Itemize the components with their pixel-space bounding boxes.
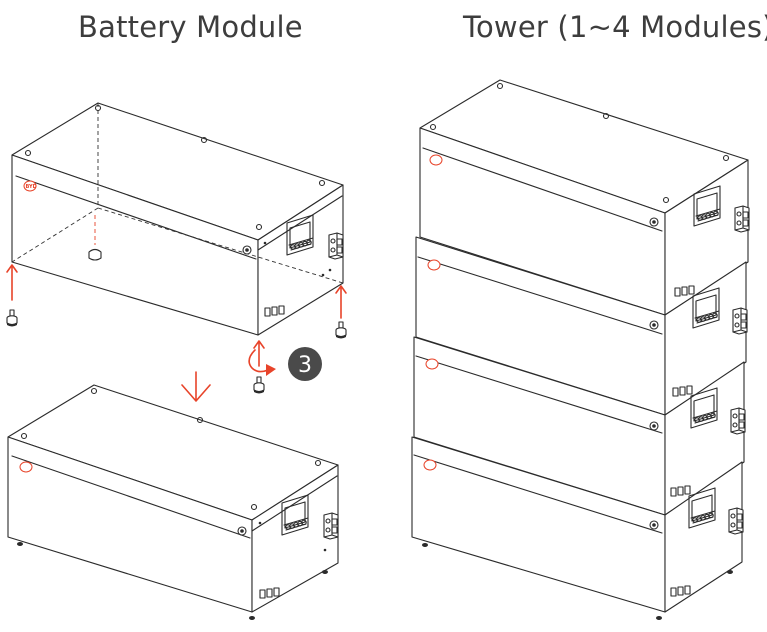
rotate-arrow-icon xyxy=(248,349,276,376)
foot-icon-left xyxy=(6,309,18,328)
tower-title: Tower (1~4 Modules) xyxy=(463,10,767,44)
battery-module-assembled xyxy=(7,384,339,620)
battery-module-title: Battery Module xyxy=(78,10,303,44)
foot-install-arrows xyxy=(6,264,347,367)
tower-stack xyxy=(411,79,750,620)
battery-module-exploded: BYD xyxy=(11,102,344,336)
down-arrow-icon xyxy=(181,371,211,402)
step-number: 3 xyxy=(298,353,312,378)
foot-icon-right xyxy=(335,321,347,340)
step-badge: 3 xyxy=(288,347,322,381)
byd-logo: BYD xyxy=(26,184,37,190)
foot-icon-center xyxy=(253,376,265,395)
